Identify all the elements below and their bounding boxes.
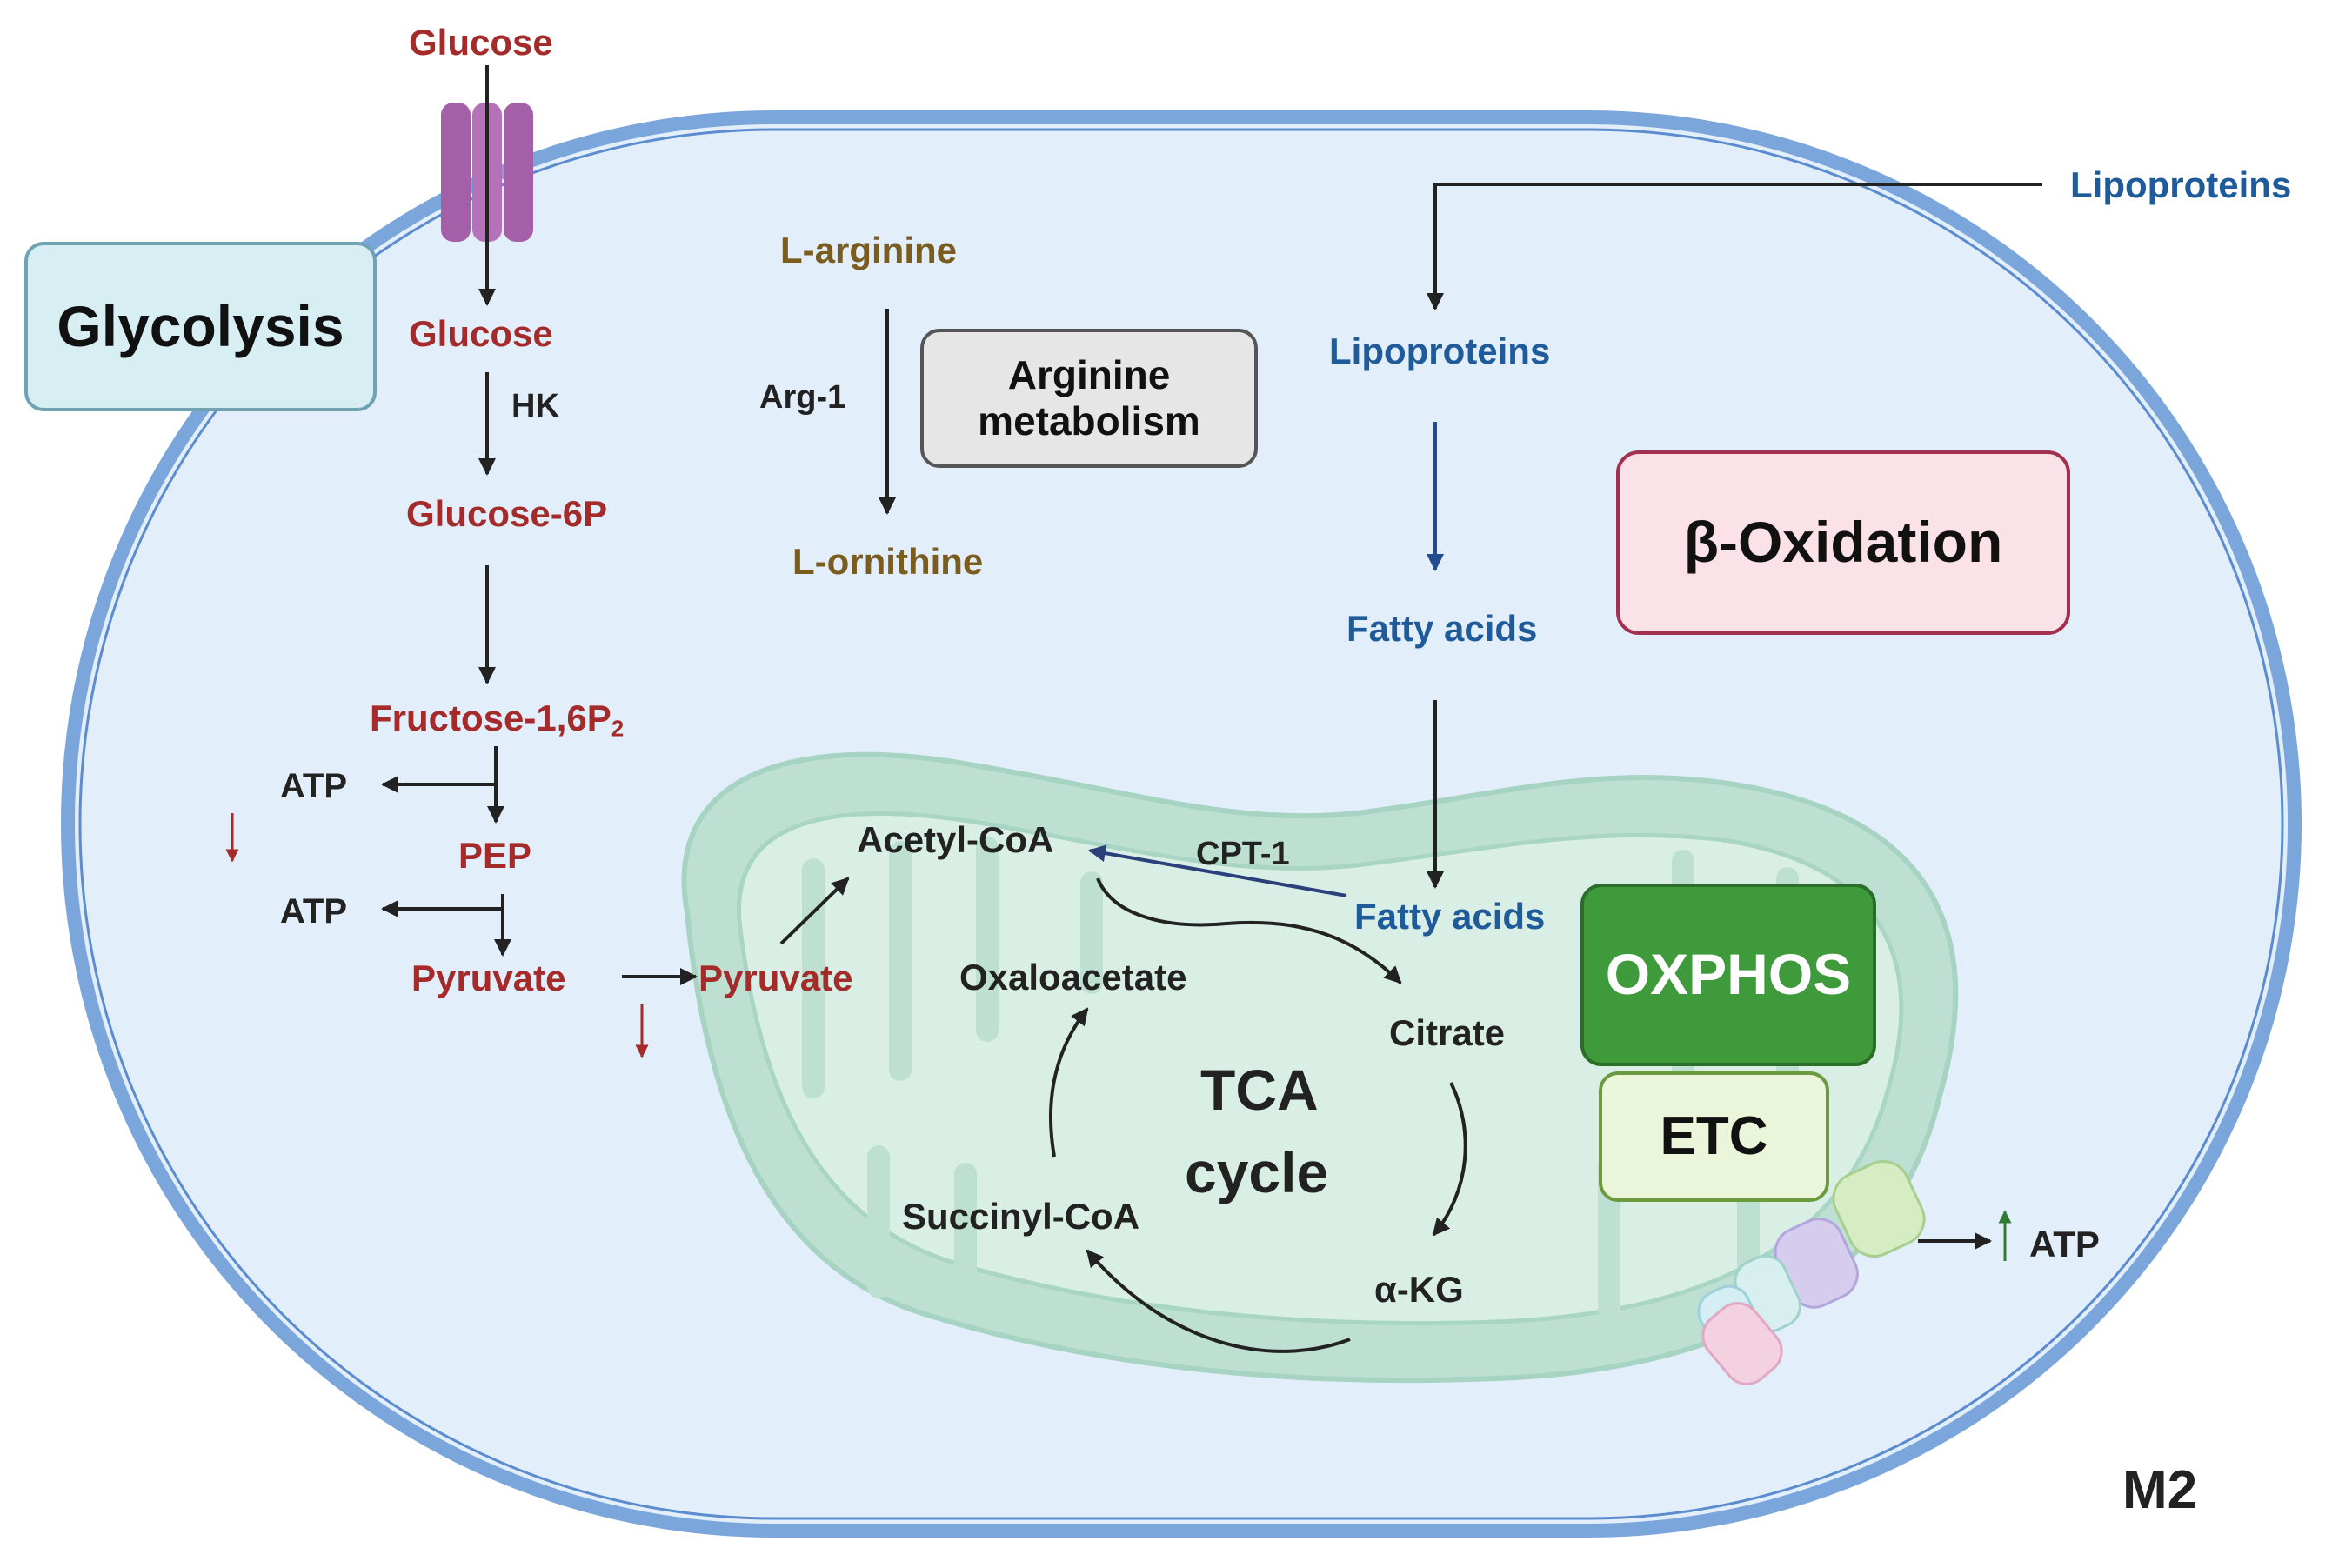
pep-label: PEP (458, 835, 532, 876)
atp-label-1: ATP (280, 767, 348, 805)
lipoproteins-extracellular-label: Lipoproteins (2070, 164, 2292, 205)
glucose-6p-label: Glucose-6P (406, 493, 608, 534)
alpha-kg-label: α-KG (1374, 1269, 1464, 1310)
atp-label-2: ATP (280, 892, 348, 931)
glucose-intracellular-label: Glucose (409, 313, 553, 354)
cpt1-enzyme-label: CPT-1 (1196, 836, 1290, 872)
l-arginine-label: L-arginine (780, 230, 958, 270)
glycolysis-box: Glycolysis (24, 242, 377, 411)
atp-output-label: ATP (2029, 1224, 2100, 1264)
oxphos-box: OXPHOS (1580, 884, 1876, 1066)
oxaloacetate-label: Oxaloacetate (959, 957, 1187, 998)
arginine-box-line1: Arginine (1007, 352, 1171, 398)
acetyl-coa-label: Acetyl-CoA (857, 819, 1054, 860)
fatty-acids-mito-label: Fatty acids (1354, 896, 1546, 937)
arginine-metabolism-box: Arginine metabolism (920, 329, 1258, 468)
pyruvate-cytosol-label: Pyruvate (411, 957, 566, 998)
oxphos-box-label: OXPHOS (1605, 942, 1852, 1007)
hk-enzyme-label: HK (511, 388, 559, 424)
fatty-acids-cytosol-label: Fatty acids (1346, 608, 1538, 649)
glucose-extracellular-label: Glucose (409, 22, 553, 63)
fructose-bisphosphate-label: Fructose-1,6P2 (370, 697, 625, 742)
succinyl-coa-label: Succinyl-CoA (902, 1196, 1140, 1237)
etc-complexes-icon (1697, 1160, 1926, 1385)
etc-box: ETC (1599, 1071, 1829, 1202)
etc-box-label: ETC (1660, 1106, 1768, 1167)
beta-oxidation-box-label: β-Oxidation (1683, 510, 2003, 575)
arg1-enzyme-label: Arg-1 (759, 379, 846, 416)
arginine-box-line2: metabolism (978, 398, 1200, 444)
beta-oxidation-box: β-Oxidation (1616, 450, 2070, 635)
tca-cycle-line2: cycle (1185, 1140, 1329, 1204)
glycolysis-box-label: Glycolysis (57, 293, 344, 358)
lipoproteins-intracellular-label: Lipoproteins (1329, 330, 1551, 371)
l-ornithine-label: L-ornithine (792, 541, 984, 582)
pyruvate-mito-label: Pyruvate (698, 957, 853, 998)
cell-type-label: M2 (2122, 1460, 2198, 1520)
tca-cycle-line1: TCA (1200, 1058, 1319, 1122)
citrate-label: Citrate (1389, 1012, 1506, 1053)
cell-membrane-inner (78, 128, 2284, 1520)
